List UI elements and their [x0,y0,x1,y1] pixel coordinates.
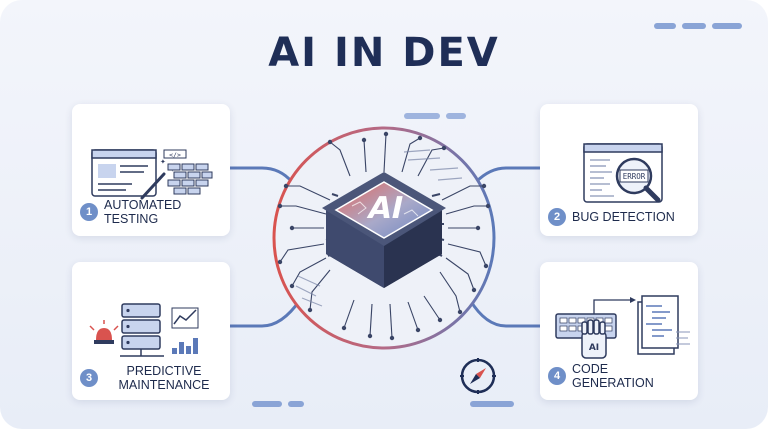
step-badge: 4 [548,367,566,385]
document-icon [637,295,679,355]
decor-pill [404,113,440,119]
card-label: 3 PREDICTIVE MAINTENANCE [80,364,224,392]
decor-pill [288,401,304,407]
wire-to-card-2 [474,166,542,184]
robot-hand-icon: AI [581,319,607,359]
card-bug-detection: ERROR 2 BUG DETECTION [540,104,698,236]
card-predictive-maintenance: 3 PREDICTIVE MAINTENANCE [72,262,230,400]
compass-icon [460,358,496,394]
decor-pill [470,401,514,407]
card-title: AUTOMATED TESTING [104,198,182,226]
decor-pill [682,23,706,29]
decor-pill [446,113,466,119]
bug-detection-illustration: ERROR [583,143,663,203]
svg-text:✦: ✦ [160,158,166,166]
card-label: 4 CODE GENERATION [548,362,692,390]
wire-to-card-4 [468,298,542,328]
card-title: PREDICTIVE MAINTENANCE [118,364,210,392]
card-title: CODE GENERATION [572,362,654,390]
step-badge: 1 [80,203,98,221]
circuit-traces [279,133,488,339]
magnifier-icon: ERROR [615,157,661,203]
siren-icon [89,320,119,344]
chip-text: AI [365,191,407,226]
wire-to-card-3 [228,298,302,328]
card-label: 2 BUG DETECTION [548,208,692,226]
bar-chart-icon [172,338,198,354]
testing-illustration: ✦ ✦ </> [91,149,213,200]
card-title: BUG DETECTION [572,210,675,224]
code-tag-badge: </> [169,151,181,159]
trace-pads [277,131,491,341]
card-automated-testing: ✦ ✦ </> 1 AUTOMATED TESTING [72,104,230,236]
card-label: 1 AUTOMATED TESTING [80,198,224,226]
line-chart-icon [171,307,199,329]
ai-chip: AI [322,172,446,288]
decor-pill [252,401,282,407]
page-title: AI IN DEV [268,30,500,76]
wire-to-card-1 [228,166,294,184]
step-badge: 3 [80,369,98,387]
magic-wand-icon [140,172,166,200]
decor-pill [712,23,742,29]
decor-pill [654,23,676,29]
step-badge: 2 [548,208,566,226]
error-badge: ERROR [623,172,646,181]
maintenance-illustration [89,303,199,357]
code-generation-illustration: AI [555,295,690,359]
card-code-generation: AI 4 CODE GENERATION [540,262,698,400]
code-scribbles [295,149,463,307]
hand-ai-text: AI [589,343,599,353]
